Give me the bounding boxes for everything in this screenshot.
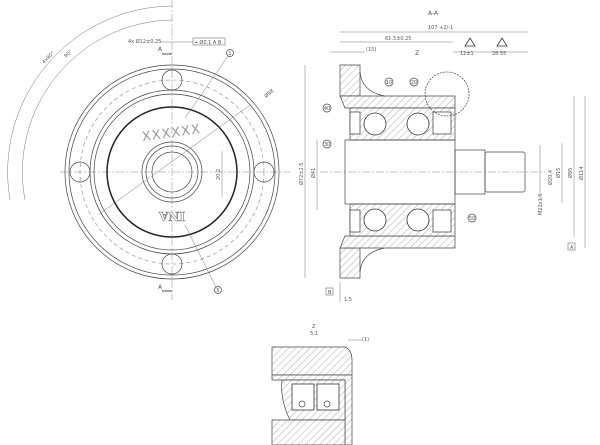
balloon-label: 30 <box>324 142 330 148</box>
datum-a: A <box>570 245 574 251</box>
dim-overall: 107 +2/-1 <box>428 25 453 31</box>
detail-marker: Z <box>415 50 419 57</box>
balloon <box>467 213 477 223</box>
outer-ring-top <box>339 95 456 109</box>
detail-gap: (1) <box>362 337 369 343</box>
angle-inner-label: 90° <box>63 49 74 60</box>
flange-bottom <box>339 247 361 279</box>
hub-outer <box>141 141 203 203</box>
hub-face <box>106 106 238 238</box>
datum-b: B <box>328 290 332 296</box>
dim-bore: Ø41 <box>310 168 317 178</box>
bolt-hole <box>69 161 91 183</box>
garter-spring <box>323 400 331 408</box>
detail-cover <box>271 374 353 445</box>
ball <box>406 208 430 232</box>
balloon-label: 50 <box>469 216 475 222</box>
dim-shaft: 28.55 <box>492 51 506 57</box>
balloon-label: 20 <box>411 80 417 86</box>
ball <box>363 112 387 136</box>
flange-outer <box>64 64 280 280</box>
hole-callout: 4x Ø12±0.25 <box>128 38 161 45</box>
diameter-leader <box>97 104 251 216</box>
flange-fillet <box>359 71 386 97</box>
datum-b-frame <box>325 287 334 296</box>
warning-triangle-icon <box>496 37 508 47</box>
position-tolerance-frame <box>192 37 226 46</box>
ball <box>406 112 430 136</box>
balloon-label: 10 <box>386 80 392 86</box>
detail-outer-ring <box>271 346 353 376</box>
detail-view: Z 5:1 (1) <box>271 324 369 445</box>
ball <box>363 208 387 232</box>
leader <box>184 55 229 119</box>
dim-flange: (15) <box>366 47 376 53</box>
dim-thread: M22x1.5 <box>538 193 544 215</box>
balloon <box>226 49 234 57</box>
flange-fillet <box>359 247 386 273</box>
dim-shaft-dia: Ø20.4 <box>547 170 554 185</box>
bolt-hole <box>253 161 275 183</box>
hub-mid <box>145 145 199 199</box>
seal <box>349 209 361 233</box>
balloon-label: 5 <box>216 288 219 294</box>
datum-a-frame <box>567 242 576 251</box>
dim-flange-dia: Ø72±2.5 <box>298 163 305 185</box>
section-title: A-A <box>428 10 439 17</box>
detail-scale: 5:1 <box>310 331 318 337</box>
position-tolerance: ⌖ Ø0.1 A B <box>195 39 222 46</box>
section-marker-top: A <box>158 46 163 53</box>
dim-95: Ø95 <box>567 168 574 178</box>
bolt-hole <box>161 69 183 91</box>
detail-seal <box>291 383 315 411</box>
dimension-label: 20.2 <box>216 169 222 180</box>
detail-hub <box>271 419 346 445</box>
balloon <box>322 139 332 149</box>
angle-arc-inner <box>22 19 173 201</box>
dim-body: 61.5±0.25 <box>385 36 411 42</box>
angle-outer-label: 4x90° <box>41 50 56 65</box>
dim-offset: 1.5 <box>344 297 352 303</box>
hub-inner <box>151 151 193 193</box>
marking-text: XXXXXX <box>141 122 202 145</box>
dim-114: Ø114 <box>578 167 585 180</box>
balloon <box>322 103 332 113</box>
diameter-label: Ø98 <box>263 88 275 100</box>
flange-top <box>339 64 361 97</box>
ring <box>93 93 251 251</box>
balloon-label: 1 <box>228 51 231 57</box>
detail-circle <box>424 71 470 117</box>
outer-ring-bottom <box>339 235 456 249</box>
dim-15: Ø15 <box>555 168 562 178</box>
seal <box>432 111 452 135</box>
detail-title: Z <box>312 324 316 330</box>
dim-small: 12±1 <box>460 51 474 57</box>
bolt-circle <box>79 79 265 265</box>
leader <box>184 224 217 288</box>
balloons: 10 20 40 30 50 <box>322 77 477 223</box>
seal <box>349 111 361 135</box>
balloon <box>409 77 419 87</box>
flange-edge <box>68 68 276 276</box>
balloon <box>214 286 222 294</box>
front-view: 4x90° 90° 4x Ø12±0.25 ⌖ Ø0.1 A B A A Ø98… <box>7 0 290 300</box>
balloon <box>384 77 394 87</box>
balloon-label: 40 <box>324 106 330 112</box>
threaded-shaft <box>484 151 526 193</box>
garter-spring <box>298 400 306 408</box>
logo-text: INA <box>158 209 185 223</box>
seal <box>432 209 452 233</box>
warning-triangle-icon <box>464 37 476 47</box>
section-view: A-A 107 +2/-1 61.5±0.25 (15) 12±1 28.55 <box>298 10 586 303</box>
detail-seal <box>316 383 340 411</box>
bolt-hole <box>161 253 183 275</box>
angle-arc-outer <box>7 5 173 201</box>
section-marker-bottom: A <box>158 284 163 291</box>
